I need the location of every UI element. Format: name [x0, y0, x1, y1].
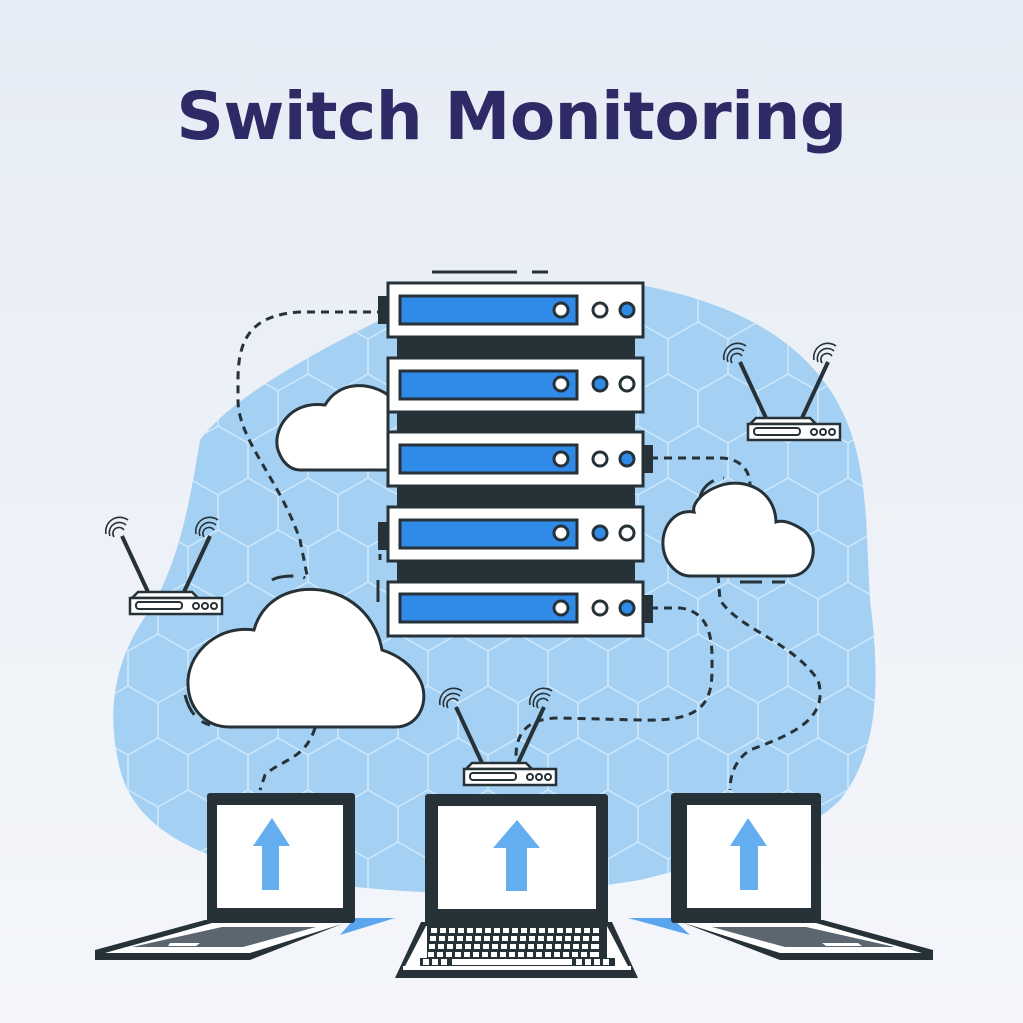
laptop-center [395, 794, 638, 978]
connection-lines [236, 310, 822, 791]
upload-arrow-icon [253, 818, 290, 890]
server-unit-1 [378, 281, 645, 339]
cloud-bottom-left [186, 587, 426, 729]
upload-arrow-icon [730, 818, 767, 890]
server-unit-4 [378, 505, 645, 563]
server-unit-3 [386, 430, 653, 488]
cloud-top-left [275, 384, 390, 472]
laptop-left [95, 793, 395, 960]
page-title: Switch Monitoring [176, 78, 847, 155]
server-rack [378, 270, 653, 638]
laptop-right [628, 793, 933, 960]
server-unit-5 [386, 580, 653, 638]
server-unit-2 [386, 356, 645, 414]
upload-arrow-icon [493, 820, 540, 891]
cloud-right [661, 481, 815, 578]
